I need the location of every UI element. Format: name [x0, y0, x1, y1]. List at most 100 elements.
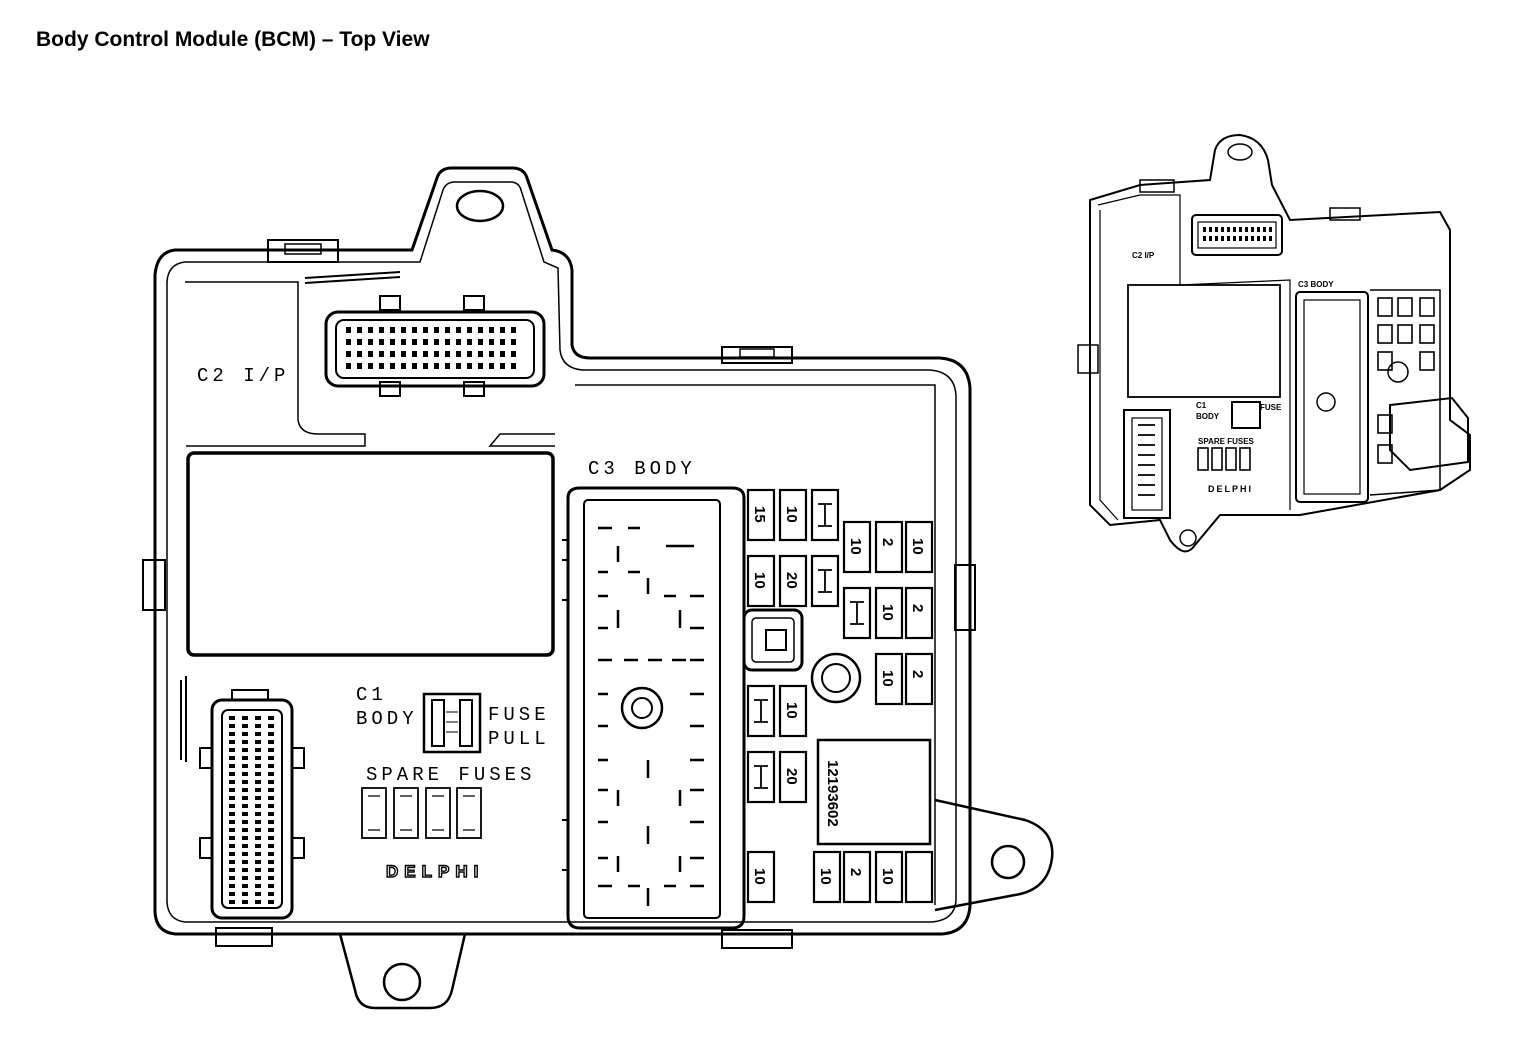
c1-pin: [229, 748, 235, 752]
c2-pin: [434, 339, 439, 345]
fuse-slot: [842, 586, 872, 640]
c1-pin: [268, 716, 274, 720]
c2-pin: [500, 327, 505, 333]
thumb-pin: [1227, 227, 1230, 232]
c2-pin: [412, 327, 417, 333]
c1-pin: [255, 788, 261, 792]
c1-pin: [242, 884, 248, 888]
c1-pin: [255, 804, 261, 808]
c2-pin: [456, 339, 461, 345]
c2-pin: [467, 339, 472, 345]
c1-pin: [229, 900, 235, 904]
fuse-slot: 10: [746, 850, 776, 904]
c1-pin: [255, 764, 261, 768]
c1-pin: [229, 876, 235, 880]
fuse-slot: 10: [904, 520, 934, 574]
thumb-c1-label-2: BODY: [1196, 412, 1220, 421]
c2-pin: [401, 339, 406, 345]
c1-pin: [268, 780, 274, 784]
fuse-slot: 20: [778, 554, 808, 608]
c3-label: C3 BODY: [588, 458, 696, 480]
c2-pin: [489, 363, 494, 369]
c2-pin: [456, 351, 461, 357]
c1-pin: [268, 828, 274, 832]
thumb-pin: [1257, 227, 1260, 232]
c2-connector: [304, 271, 546, 397]
c2-pin: [478, 351, 483, 357]
c1-pin: [242, 892, 248, 896]
mount-post: [810, 652, 862, 704]
c1-pin: [255, 716, 261, 720]
c1-pin: [229, 764, 235, 768]
c2-pin: [467, 327, 472, 333]
thumb-pin: [1233, 227, 1236, 232]
fuse-rating: 10: [909, 538, 926, 555]
c2-pin: [489, 351, 494, 357]
c2-pin: [500, 339, 505, 345]
c1-pin: [255, 828, 261, 832]
c1-pin: [229, 892, 235, 896]
c2-pin: [445, 339, 450, 345]
bcm-thumbnail: [1077, 133, 1471, 553]
c1-pin: [242, 724, 248, 728]
fuse-rating: 2: [909, 604, 926, 612]
fuse-pull-label-1: FUSE: [488, 704, 550, 726]
thumb-pin: [1263, 236, 1266, 241]
c1-pin: [255, 852, 261, 856]
relay-socket: [742, 608, 804, 672]
c2-pin: [445, 363, 450, 369]
c1-pin: [255, 900, 261, 904]
thumb-pin: [1245, 227, 1248, 232]
c1-pin: [242, 836, 248, 840]
c1-pin: [268, 796, 274, 800]
c2-label: C2 I/P: [197, 365, 289, 387]
c1-pin: [229, 844, 235, 848]
c1-pin: [268, 740, 274, 744]
c1-pin: [229, 796, 235, 800]
thumb-pin: [1209, 236, 1212, 241]
c1-pin: [242, 740, 248, 744]
fuse-slot: 10: [746, 554, 776, 608]
c1-pin: [255, 732, 261, 736]
c2-pin: [489, 327, 494, 333]
c1-pin: [268, 732, 274, 736]
thumb-pin: [1251, 236, 1254, 241]
thumb-pin: [1215, 236, 1218, 241]
c2-pin: [511, 363, 516, 369]
thumb-delphi-logo: DELPHI: [1208, 484, 1253, 494]
thumb-spare-fuses-label: SPARE FUSES: [1198, 437, 1255, 446]
c2-pin: [456, 327, 461, 333]
fuse-slot: 2: [874, 520, 904, 574]
fuse-slot: 2: [904, 586, 934, 640]
c1-pin: [268, 748, 274, 752]
c2-pin: [500, 351, 505, 357]
c2-pin: [357, 351, 362, 357]
c2-pin: [401, 327, 406, 333]
c2-pin: [346, 327, 351, 333]
c1-label-line2: BODY: [356, 708, 418, 730]
c1-pin: [242, 868, 248, 872]
c1-pin: [242, 748, 248, 752]
c1-pin: [268, 884, 274, 888]
c1-pin: [229, 724, 235, 728]
fuse-slot: [810, 488, 840, 542]
fuse-rating: 10: [879, 604, 896, 621]
c1-connector: [180, 676, 305, 920]
c1-pin: [242, 732, 248, 736]
thumb-pin: [1269, 236, 1272, 241]
fuse-slot: [810, 554, 840, 608]
c1-pin: [242, 764, 248, 768]
c1-pin: [268, 812, 274, 816]
c2-pin: [412, 351, 417, 357]
c2-pin: [368, 339, 373, 345]
fuse-slot: 15: [746, 488, 776, 542]
c3-connector: [562, 486, 746, 930]
fuse-slot: 2: [842, 850, 872, 904]
c1-pin: [242, 772, 248, 776]
c1-pin: [268, 836, 274, 840]
thumb-pin: [1233, 236, 1236, 241]
fuse-slot: 10: [778, 488, 808, 542]
c1-pin: [229, 804, 235, 808]
fuse-rating: 15: [751, 506, 768, 523]
c2-pin: [390, 363, 395, 369]
